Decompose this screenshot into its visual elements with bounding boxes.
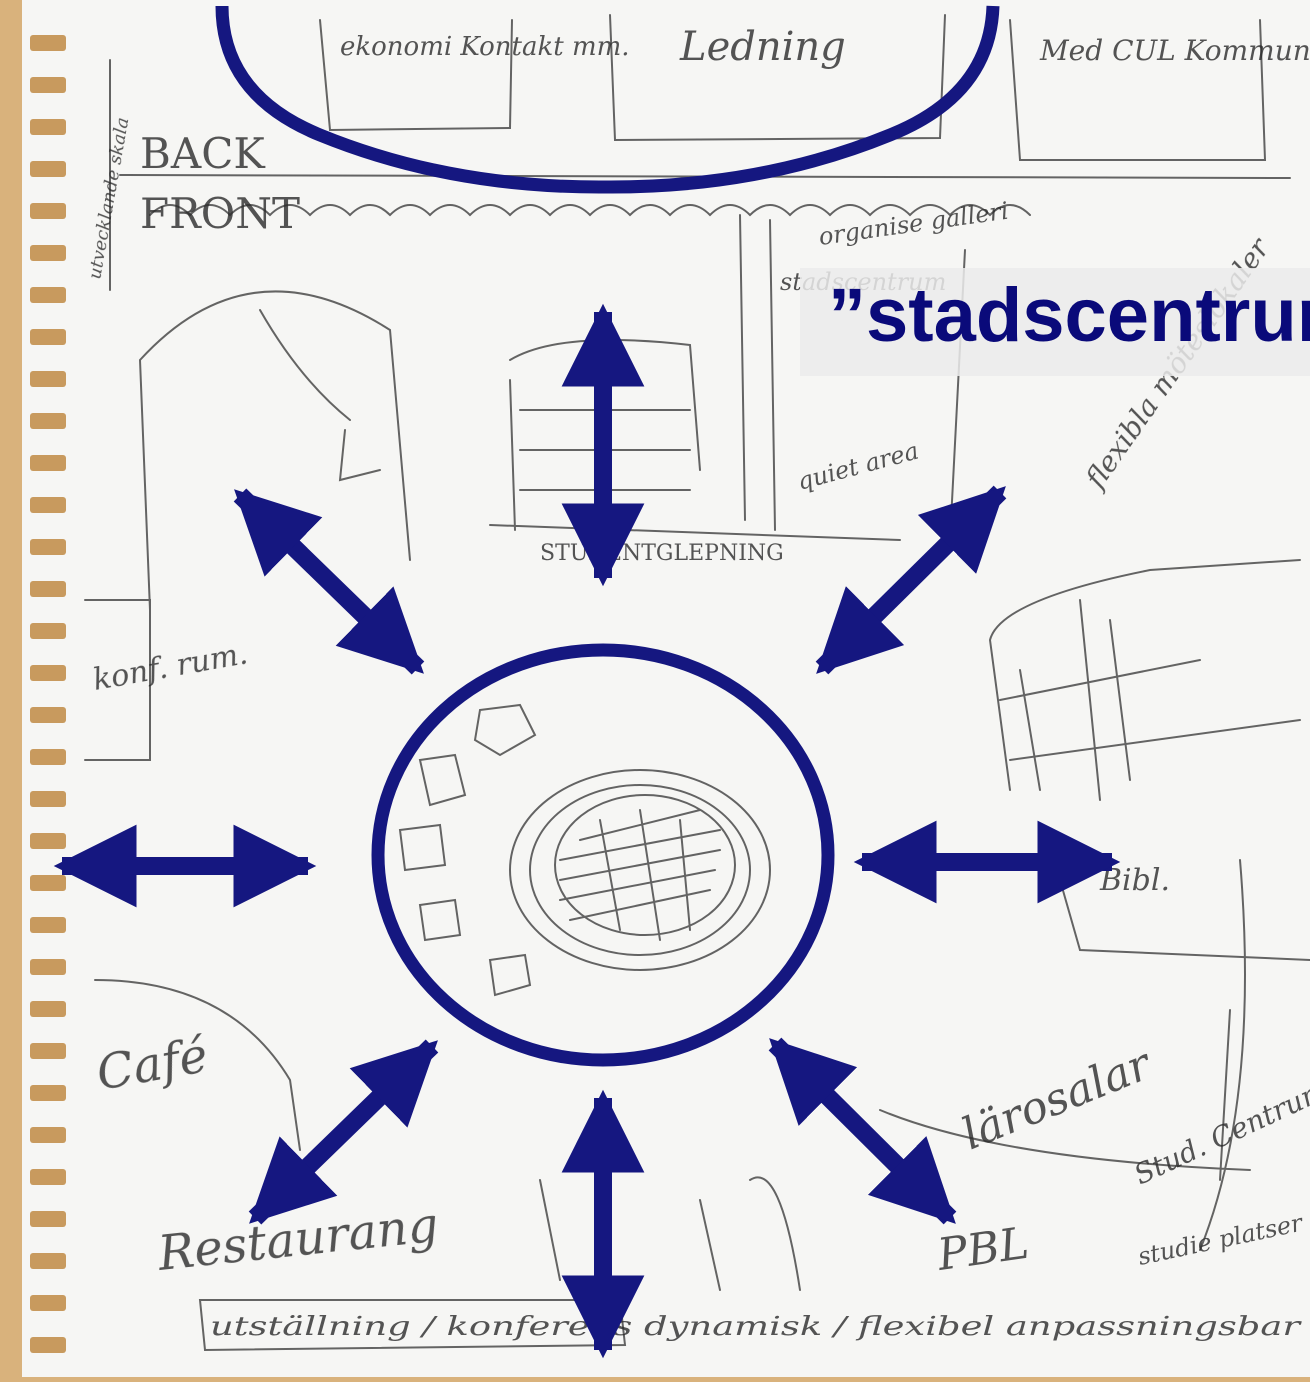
binding-hole (30, 707, 66, 723)
binding-hole (30, 119, 66, 135)
binding-hole (30, 1043, 66, 1059)
binding-hole (30, 833, 66, 849)
hw-front: FRONT (140, 189, 300, 238)
hw-top-middle-box: Ledning (679, 24, 846, 70)
binding-hole (30, 1169, 66, 1185)
hw-top-left-box: ekonomi Kontakt mm. (340, 32, 630, 62)
binding-hole (30, 917, 66, 933)
binding-hole (30, 749, 66, 765)
binding-hole (30, 161, 66, 177)
binding-hole (30, 245, 66, 261)
binding-hole (30, 959, 66, 975)
hw-student-entry: STUDENTGLEPNING (540, 541, 784, 566)
binding-hole (30, 875, 66, 891)
binding-hole (30, 371, 66, 387)
binding-hole (30, 1127, 66, 1143)
hw-top-right-box: Med CUL Kommunikation (1039, 34, 1310, 67)
binding-hole (30, 1337, 66, 1353)
binding-hole (30, 623, 66, 639)
binding-hole (30, 1001, 66, 1017)
hw-back: BACK (140, 129, 266, 178)
binding-hole (30, 1295, 66, 1311)
stadscentrum-callout: ”stadscentrum” (800, 268, 1310, 376)
binding-hole (30, 1085, 66, 1101)
binding-hole (30, 665, 66, 681)
binding-hole (30, 581, 66, 597)
binding-hole (30, 455, 66, 471)
binding-hole (30, 329, 66, 345)
binding-hole (30, 791, 66, 807)
binding-hole (30, 539, 66, 555)
binding-hole (30, 413, 66, 429)
binding-hole (30, 1253, 66, 1269)
callout-text: ”stadscentrum” (828, 278, 1310, 354)
binding-hole (30, 1211, 66, 1227)
binding-hole (30, 77, 66, 93)
binding-hole (30, 497, 66, 513)
binding-hole (30, 203, 66, 219)
hw-bottom-line: utställning / konferens dynamisk / flexi… (210, 1312, 1302, 1342)
binding-hole (30, 35, 66, 51)
binding-hole (30, 287, 66, 303)
